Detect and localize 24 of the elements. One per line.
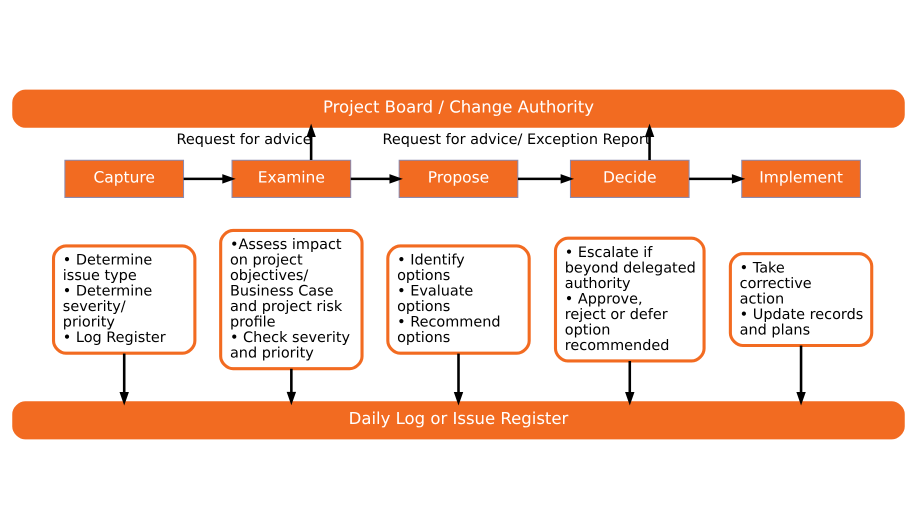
arrow: [644, 124, 654, 160]
arrow: [306, 124, 316, 160]
arrow: [518, 174, 574, 184]
arrow: [625, 361, 634, 406]
arrow: [796, 346, 806, 406]
node-box: Decide: [570, 160, 690, 198]
arrow: [286, 368, 296, 406]
node-box: Propose: [398, 160, 518, 198]
node-box: Daily Log or Issue Register: [12, 401, 905, 440]
arrow: [184, 174, 236, 184]
node-box: Implement: [741, 160, 861, 198]
arrow: [689, 174, 746, 184]
node-box: Capture: [64, 160, 184, 198]
arrow: [120, 354, 129, 406]
arrow: [454, 354, 464, 406]
arrow: [350, 174, 403, 184]
node-box: • Take corrective action • Update records and plans: [728, 252, 874, 348]
node-box: • Escalate if beyond delegated authority • Approve, reject or defer option recommended: [554, 236, 706, 363]
node-box: Project Board / Change Authority: [12, 90, 905, 128]
node-box: • Determine issue type • Determine severity/ priority • Log Register: [52, 244, 196, 355]
node-box: •Assess impact on project objectives/ Business Case and project risk profile • Check severity and priority: [219, 228, 364, 370]
node-box: • Identify options • Evaluate options • Recommend options: [386, 244, 531, 355]
edge-label: Request for advice: [176, 132, 312, 148]
node-box: Examine: [232, 160, 352, 198]
